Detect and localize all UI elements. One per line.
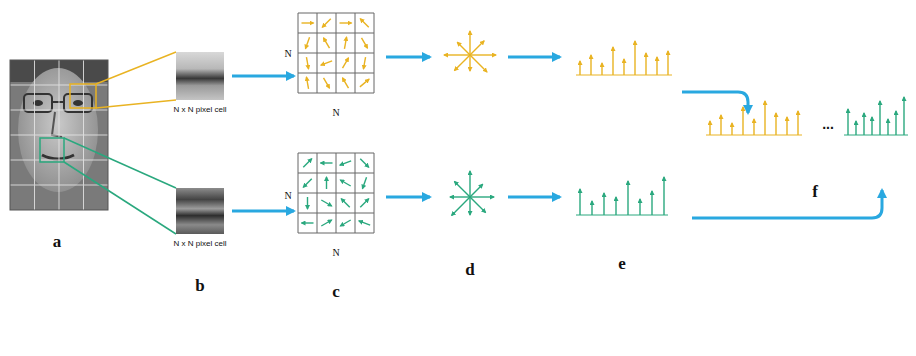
ellipsis: ... bbox=[822, 116, 834, 132]
leader-line bbox=[64, 162, 176, 234]
panel-letter: b bbox=[195, 276, 204, 296]
cell-grid: NN bbox=[298, 13, 374, 93]
cell-thumbnail bbox=[176, 188, 224, 234]
panel-letter: e bbox=[618, 254, 626, 274]
panel-letter: d bbox=[465, 260, 474, 280]
orientation-star bbox=[450, 171, 494, 215]
histogram bbox=[576, 177, 668, 215]
flow-arrow bbox=[232, 210, 294, 213]
cell-highlight bbox=[40, 138, 64, 162]
cell-caption: N x N pixel cell bbox=[174, 239, 227, 248]
cell-thumbnail bbox=[176, 52, 224, 100]
panel-letter: c bbox=[332, 282, 340, 302]
leader-line bbox=[96, 100, 176, 108]
gradient-grid bbox=[298, 153, 374, 233]
gradient-grid bbox=[298, 13, 374, 93]
panel-letter: a bbox=[53, 232, 62, 252]
dimension-label: N bbox=[332, 247, 339, 258]
histogram bbox=[576, 41, 672, 75]
dimension-label: N bbox=[284, 48, 291, 59]
flow-arrow bbox=[232, 75, 294, 78]
face-image bbox=[10, 60, 108, 210]
cell-highlight bbox=[70, 84, 96, 108]
orientation-star bbox=[444, 31, 496, 72]
leader-line bbox=[64, 138, 176, 188]
dimension-label: N bbox=[332, 107, 339, 118]
dimension-label: N bbox=[284, 190, 291, 201]
leader-line bbox=[96, 52, 176, 84]
cell-grid: NN bbox=[298, 153, 374, 233]
feature-vector bbox=[706, 101, 802, 135]
flow-arrows bbox=[386, 57, 882, 218]
cell-caption: N x N pixel cell bbox=[174, 105, 227, 114]
panel-letter: f bbox=[812, 182, 818, 202]
pixel-cell: N x N pixel cell bbox=[176, 188, 224, 234]
feature-vector bbox=[844, 97, 908, 135]
pixel-cell: N x N pixel cell bbox=[176, 52, 224, 100]
